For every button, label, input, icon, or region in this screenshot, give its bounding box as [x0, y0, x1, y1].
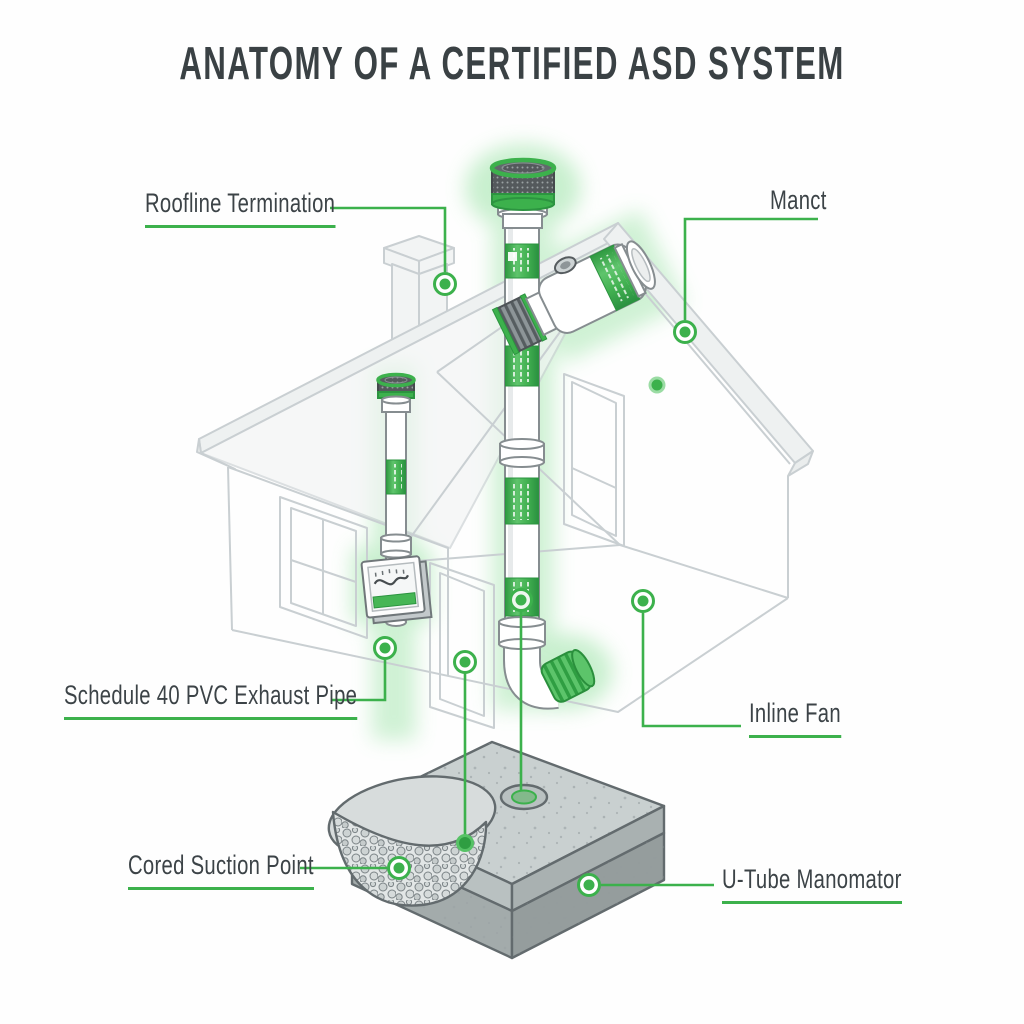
elbow-ribbed-outlet [540, 649, 596, 703]
point-marker [577, 873, 601, 897]
left-window [279, 496, 368, 639]
label-roofline-termination: Roofline Termination [145, 188, 336, 228]
connector-exhaust-pipe [332, 660, 387, 702]
label-manometer-note: Manct [770, 185, 827, 215]
callout-connectors [300, 206, 818, 887]
connector-manct [683, 217, 818, 320]
label-cored-suction-point: Cored Suction Point [128, 850, 314, 890]
point-marker [631, 589, 655, 613]
suction-hole [499, 783, 549, 811]
gravel-dot-marker [456, 834, 474, 852]
termination-cap [489, 157, 557, 229]
connector-inline-fan [641, 613, 741, 728]
interior-door [429, 562, 495, 729]
point-marker [433, 272, 457, 296]
page-title: ANATOMY OF A CERTIFIED ASD SYSTEM [179, 37, 845, 89]
label-exhaust-pipe: Schedule 40 PVC Exhaust Pipe [64, 680, 358, 720]
manometer-gauge [360, 555, 433, 625]
point-marker [673, 320, 697, 344]
label-u-tube-manometer: U-Tube Manomator [722, 864, 902, 904]
left-wall [227, 466, 449, 676]
point-marker [509, 588, 533, 612]
label-inline-fan: Inline Fan [749, 698, 841, 738]
pipe-label-band [386, 459, 406, 495]
connector-roofline [330, 206, 447, 272]
roof-dot-marker [648, 376, 666, 394]
point-marker [453, 650, 477, 674]
point-marker [387, 856, 411, 880]
fan-ribbed-coupling [491, 293, 548, 356]
foundation-slab [327, 740, 666, 960]
point-markers [373, 272, 697, 897]
small-termination-cap [376, 372, 416, 413]
gravel-bowl [327, 775, 497, 907]
secondary-pipe [360, 372, 433, 627]
gable-window [563, 373, 625, 547]
point-marker [373, 636, 397, 660]
inline-fan-unit [491, 240, 656, 356]
